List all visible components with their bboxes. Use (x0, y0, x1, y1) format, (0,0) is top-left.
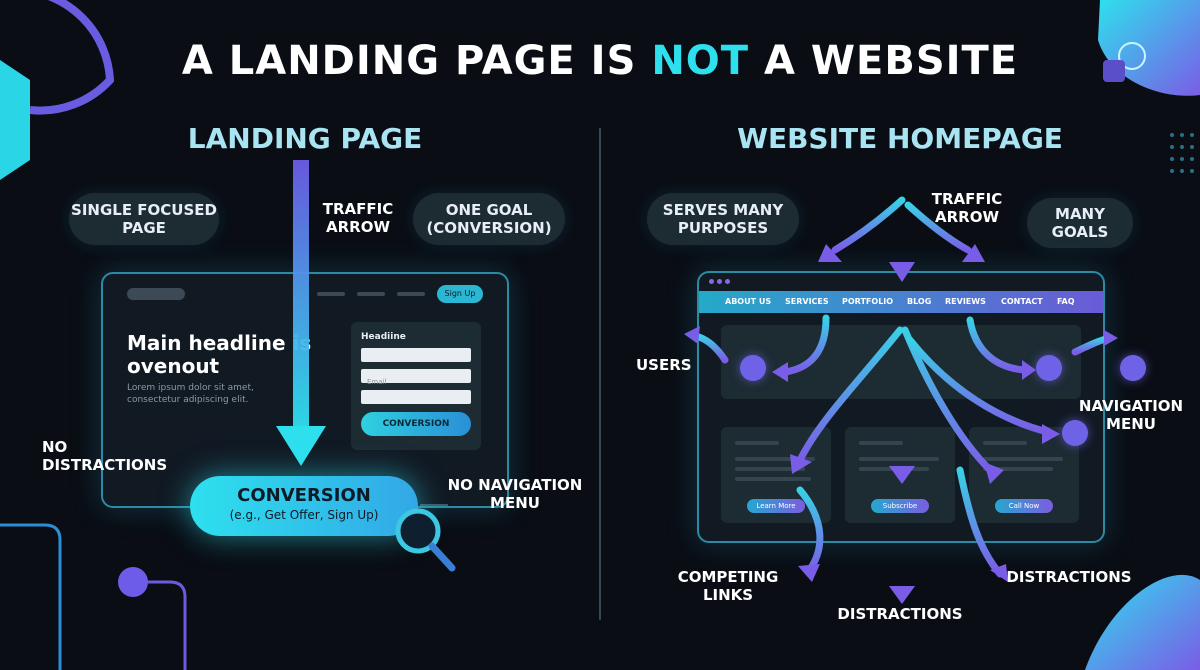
mock-headline: Main headline is ovenout (127, 331, 312, 378)
website-section-title: WEBSITE HOMEPAGE (737, 122, 1063, 155)
mock-logo (127, 288, 185, 300)
label-traffic-arrow-left: TRAFFIC ARROW (322, 200, 394, 236)
nav-portfolio[interactable]: PORTFOLIO (842, 297, 894, 306)
conversion-title: CONVERSION (237, 485, 371, 506)
mock-extra-field[interactable] (361, 390, 471, 404)
top-right-circle-outline (1118, 42, 1146, 70)
nav-contact[interactable]: CONTACT (1001, 297, 1043, 306)
pill-many-goals: MANY GOALS (1027, 198, 1133, 248)
top-left-hex (0, 60, 30, 180)
title-accent: NOT (651, 38, 750, 84)
window-dot (709, 279, 714, 284)
label-no-distractions: NO DISTRACTIONS (42, 438, 168, 474)
mock-name-field[interactable] (361, 348, 471, 362)
top-left-ring (29, 0, 115, 115)
mock-nav-placeholder (317, 292, 345, 296)
mock-body-text: Lorem ipsum dolor sit amet, consectetur … (127, 383, 254, 405)
conversion-subtitle: (e.g., Get Offer, Sign Up) (229, 508, 379, 522)
user-avatar-icon (740, 355, 766, 381)
right-dot-grid (1170, 133, 1194, 173)
mock-form: Headiine Email CONVERSION (351, 322, 481, 450)
mock-email-field[interactable]: Email (361, 369, 471, 386)
bottom-left-line (0, 523, 62, 670)
website-navbar: ABOUT US SERVICES PORTFOLIO BLOG REVIEWS… (699, 291, 1103, 313)
nav-about-us[interactable]: ABOUT US (725, 297, 772, 306)
conversion-pill[interactable]: CONVERSION (e.g., Get Offer, Sign Up) (190, 476, 418, 536)
mock-nav-placeholder (357, 292, 385, 296)
pill-serves-many-purposes: SERVES MANY PURPOSES (647, 193, 799, 245)
card-button-call-now[interactable]: Call Now (995, 499, 1053, 513)
center-divider (599, 128, 601, 620)
nav-blog[interactable]: BLOG (907, 297, 932, 306)
top-right-square (1103, 60, 1125, 82)
label-distractions-bottom: DISTRACTIONS (837, 605, 963, 623)
mock-form-title: Headiine (361, 332, 406, 342)
label-navigation-menu: NAVIGATION MENU (1078, 397, 1184, 433)
window-dot (717, 279, 722, 284)
label-distractions-right: DISTRACTIONS (1006, 568, 1132, 586)
card-button-subscribe[interactable]: Subscribe (871, 499, 929, 513)
nav-reviews[interactable]: REVIEWS (945, 297, 986, 306)
mock-nav-placeholder (397, 292, 425, 296)
website-card: Call Now (969, 427, 1079, 523)
pill-one-goal: ONE GOAL (CONVERSION) (413, 193, 565, 245)
pill-single-focused-page: SINGLE FOCUSED PAGE (69, 193, 219, 245)
nav-services[interactable]: SERVICES (785, 297, 829, 306)
label-no-navigation-menu: NO NAVIGATION MENU (447, 476, 583, 512)
label-competing-links: COMPETING LINKS (677, 568, 779, 604)
label-traffic-arrow-right: TRAFFIC ARROW (931, 190, 1003, 226)
mock-signup-button[interactable]: Sign Up (437, 285, 483, 303)
user-avatar-icon (1120, 355, 1146, 381)
landing-section-title: LANDING PAGE (187, 122, 423, 155)
nav-faq[interactable]: FAQ (1057, 297, 1075, 306)
user-avatar-icon (1062, 420, 1088, 446)
main-title: A LANDING PAGE IS NOT A WEBSITE (181, 38, 1019, 84)
card-button-learn-more[interactable]: Learn More (747, 499, 805, 513)
window-dot (725, 279, 730, 284)
user-avatar-icon (1036, 355, 1062, 381)
bottom-right-blob (1085, 574, 1200, 670)
label-users: USERS (636, 356, 692, 374)
bottom-left-line-2 (120, 580, 187, 670)
mock-conversion-button[interactable]: CONVERSION (361, 412, 471, 436)
bottom-left-dot (118, 567, 148, 597)
